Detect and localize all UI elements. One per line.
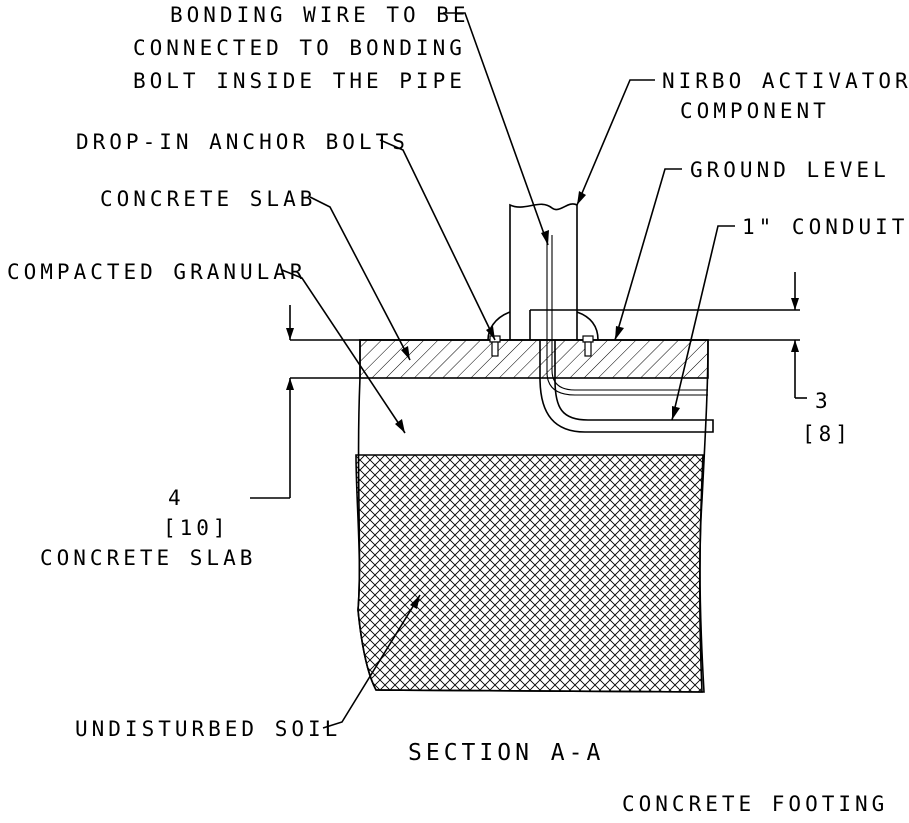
anchor-bolt-right bbox=[582, 335, 594, 357]
concrete-slab-label: CONCRETE SLAB bbox=[100, 187, 316, 211]
bonding-wire bbox=[546, 235, 708, 396]
dim-right-metric: [8] bbox=[802, 422, 852, 446]
dim-left-caption: CONCRETE SLAB bbox=[40, 546, 256, 570]
bonding-wire-label-1: BONDING WIRE TO BE bbox=[170, 3, 470, 27]
bonding-wire-label-2: CONNECTED TO BONDING bbox=[133, 36, 466, 60]
undisturbed-soil-label: UNDISTURBED SOIL bbox=[75, 717, 341, 741]
compacted-granular-label: COMPACTED GRANULAR bbox=[7, 260, 307, 284]
activator-label-1: NIRBO ACTIVATOR bbox=[662, 69, 909, 93]
activator-pipe bbox=[509, 203, 578, 340]
undisturbed-soil-region bbox=[355, 454, 704, 693]
dim-left-value: 4 bbox=[168, 486, 185, 510]
ground-level-label: GROUND LEVEL bbox=[690, 158, 890, 182]
flange-right bbox=[576, 311, 599, 341]
anchor-bolts-label: DROP-IN ANCHOR BOLTS bbox=[76, 130, 409, 154]
leader-lines bbox=[281, 12, 735, 729]
concrete-slab bbox=[359, 339, 709, 379]
bonding-wire-label-3: BOLT INSIDE THE PIPE bbox=[133, 69, 466, 93]
footing-title: CONCRETE FOOTING bbox=[622, 792, 888, 816]
flange-left bbox=[487, 311, 511, 341]
conduit-label: 1" CONDUIT bbox=[742, 215, 908, 239]
conduit bbox=[539, 340, 714, 433]
section-title: SECTION A-A bbox=[408, 740, 604, 766]
dim-right-value: 3 bbox=[815, 389, 832, 413]
activator-label-2: COMPONENT bbox=[680, 99, 830, 123]
dim-left-metric: [10] bbox=[163, 516, 230, 540]
